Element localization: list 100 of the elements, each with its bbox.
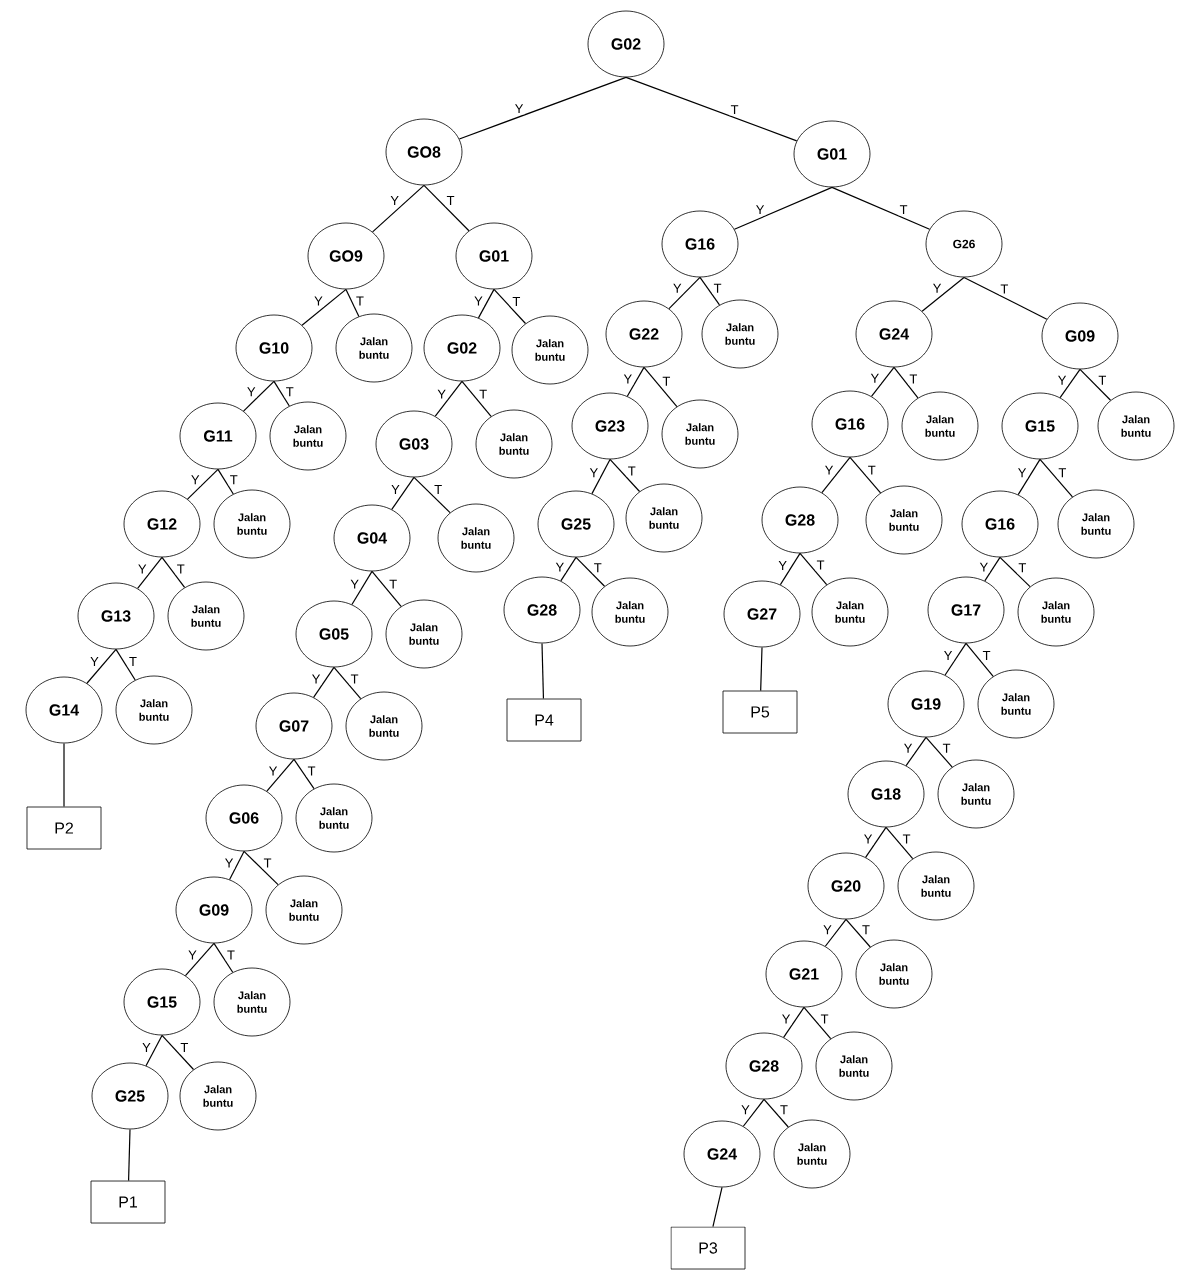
ellipse-node: G25 [91,1062,169,1130]
ellipse-node: G24 [683,1120,761,1188]
connector-line [63,742,65,808]
ellipse-node: G18 [847,760,925,828]
connector-line [313,666,335,698]
ellipse-node: G15 [123,968,201,1036]
connector-line [821,456,851,494]
connector-line [885,826,914,860]
ellipse-node: G23 [571,392,649,460]
ellipse-node: G22 [605,300,683,368]
connector-line [699,276,721,306]
ellipse-node: G05 [295,600,373,668]
connector-line [345,288,360,317]
connector-line [266,758,295,792]
connector-line [625,76,798,142]
connector-line [333,666,362,700]
connector-line [944,642,967,676]
connector-line [591,458,611,495]
connector-line [229,850,245,881]
connector-line [845,918,871,948]
connector-line [803,1006,832,1040]
connector-line [643,366,678,408]
connector-line [763,1098,789,1128]
connector-line [351,570,373,606]
ellipse-node: G12 [123,490,201,558]
connector-line [86,648,117,684]
connector-line [963,276,1048,320]
connector-line [301,288,347,326]
ellipse-node: GO8 [385,118,463,186]
connector-line [870,366,895,397]
ellipse-node: G25 [537,490,615,558]
end-box: P1 [90,1180,166,1224]
ellipse-node: G19 [887,670,965,738]
connector-line [893,366,919,399]
connector-line [273,380,290,407]
connector-line [423,184,470,232]
connector-line [128,1128,131,1182]
connector-line [575,556,606,587]
connector-line [161,1034,195,1071]
ellipse-node: G17 [927,576,1005,644]
ellipse-node: G13 [77,582,155,650]
end-box: P5 [722,690,798,734]
connector-line [560,556,577,582]
connector-line [925,736,953,768]
ellipse-node: G20 [807,852,885,920]
connector-line [760,646,763,692]
connector-line [984,556,1001,582]
connector-line [461,380,492,417]
ellipse-node: G14 [25,676,103,744]
ellipse-node: G06 [205,784,283,852]
connector-line [184,942,215,977]
end-box: P3 [670,1226,746,1270]
ellipse-node: G09 [1041,302,1119,370]
ellipse-node: G10 [235,314,313,382]
connector-line [115,648,136,681]
connector-line [243,850,279,886]
ellipse-node: G04 [333,504,411,572]
connector-line [668,276,701,310]
connector-line [865,826,887,858]
ellipse-node: G16 [811,390,889,458]
ellipse-node: G16 [661,210,739,278]
end-box: P4 [506,698,582,742]
connector-line [477,288,495,319]
connector-line [391,476,415,510]
connector-line [921,276,965,312]
connector-line [434,380,463,417]
ellipse-node: G28 [761,486,839,554]
connector-line [1017,458,1041,496]
connector-line [779,552,801,586]
connector-line [905,736,927,767]
ellipse-node: G01 [455,222,533,290]
connector-line [1039,458,1074,498]
connector-line [186,468,219,500]
connector-line [999,556,1031,588]
ellipse-node: G21 [765,940,843,1008]
connector-line [541,642,545,700]
connector-line [742,1098,765,1127]
ellipse-node: G24 [855,300,933,368]
ellipse-node: G15 [1001,392,1079,460]
end-box: P2 [26,806,102,850]
ellipse-node: G28 [503,576,581,644]
ellipse-node: G27 [723,580,801,648]
connector-line [609,458,641,493]
connector-line [137,556,163,590]
connector-line [371,570,402,607]
connector-line [413,476,451,514]
connector-line [161,556,186,589]
connector-line [849,456,882,494]
connector-line [213,942,234,973]
connector-line [626,366,645,397]
connector-line [217,468,234,495]
ellipse-node: G02 [423,314,501,382]
connector-line [493,288,527,325]
ellipse-node: G16 [961,490,1039,558]
connector-line [965,642,994,677]
connector-line [733,186,833,230]
connector-line [783,1006,805,1038]
ellipse-node: GO9 [307,222,385,290]
connector-line [799,552,828,586]
connector-line [1059,368,1081,399]
